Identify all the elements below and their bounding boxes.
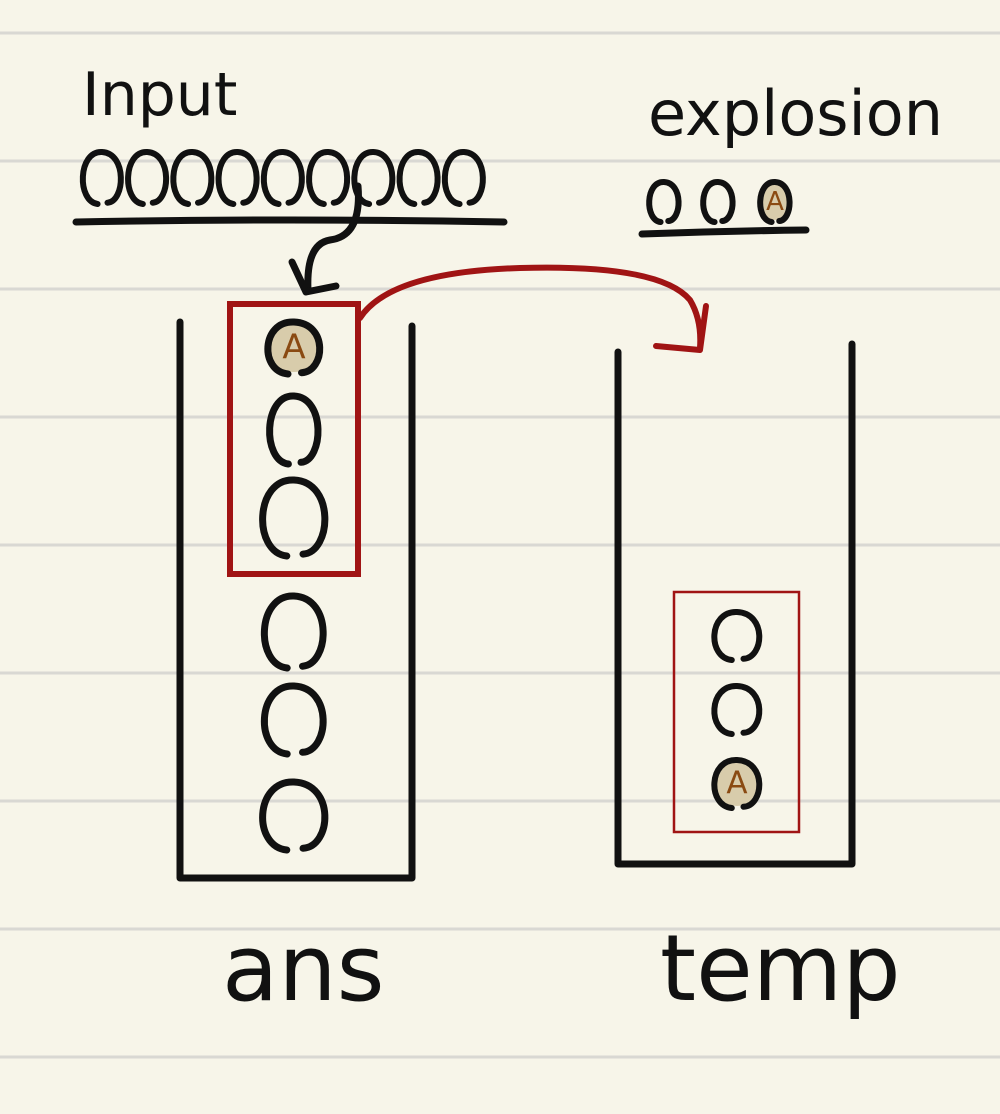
input-label: Input: [82, 60, 237, 130]
circle-outline: [260, 149, 305, 207]
temp-highlight-box: [672, 590, 801, 834]
ans-stack-element: [260, 592, 327, 672]
explosion-sequence: A: [646, 179, 793, 225]
circle-outline: [125, 149, 170, 207]
transfer-arrow-head: [653, 303, 709, 353]
input-sequence: [79, 149, 486, 207]
push-arrow: [288, 182, 362, 296]
temp-stack-container: [614, 340, 856, 868]
circle-outline: [264, 318, 324, 378]
ruled-lines: [0, 31, 1000, 1059]
marker-letter: A: [282, 327, 305, 367]
push-arrow-line: [304, 182, 362, 294]
explosion-element: A: [757, 179, 793, 225]
circle-outline: [260, 592, 327, 672]
temp-label: temp: [660, 915, 901, 1022]
circle-outline: [646, 179, 682, 225]
circle-outline: [441, 149, 486, 207]
ans-label: ans: [222, 915, 385, 1022]
explosion-element: [700, 179, 736, 225]
ans-stack-element: [259, 778, 329, 854]
explosion-underline: [638, 226, 810, 238]
transfer-arrow-line: [357, 264, 704, 351]
ans-stack-items: A: [259, 318, 329, 854]
temp-stack-items: A: [711, 608, 763, 811]
input-element: [170, 149, 215, 207]
ans-stack-container: [176, 318, 416, 882]
input-element: [396, 149, 441, 207]
marker-letter: A: [726, 766, 747, 802]
circle-outline: [260, 682, 327, 758]
marker-letter: A: [766, 187, 784, 217]
input-element: [260, 149, 305, 207]
input-element: [125, 149, 170, 207]
transfer-arrow: [357, 264, 709, 353]
temp-stack-element: [711, 608, 763, 663]
circle-outline: [79, 149, 124, 207]
circle-outline: [259, 778, 329, 854]
circle-outline: [266, 392, 322, 468]
circle-outline: [306, 149, 351, 207]
circle-outline: [396, 149, 441, 207]
ans-stack-element: [266, 392, 322, 468]
ans-stack-element: A: [264, 318, 324, 378]
marker-fill: [713, 762, 761, 806]
circle-outline: [259, 476, 329, 560]
input-underline: [72, 216, 508, 226]
circle-outline: [700, 179, 736, 225]
marker-fill: [760, 184, 790, 220]
circle-outline: [711, 682, 763, 737]
circle-outline: [170, 149, 215, 207]
input-element: [306, 149, 351, 207]
circle-outline: [215, 149, 260, 207]
temp-stack-element: [711, 682, 763, 737]
push-arrow-head: [288, 258, 340, 296]
ans-stack-element: [260, 682, 327, 758]
input-element: [79, 149, 124, 207]
explosion-element: [646, 179, 682, 225]
ans-stack-element: [259, 476, 329, 560]
circle-outline: [711, 608, 763, 663]
explosion-label: explosion: [648, 77, 943, 150]
circle-outline: [711, 756, 763, 811]
input-element: [441, 149, 486, 207]
circle-outline: [757, 179, 793, 225]
ans-highlight-box: [227, 301, 361, 577]
temp-stack-element: A: [711, 756, 763, 811]
input-element: [215, 149, 260, 207]
marker-fill: [266, 324, 322, 372]
